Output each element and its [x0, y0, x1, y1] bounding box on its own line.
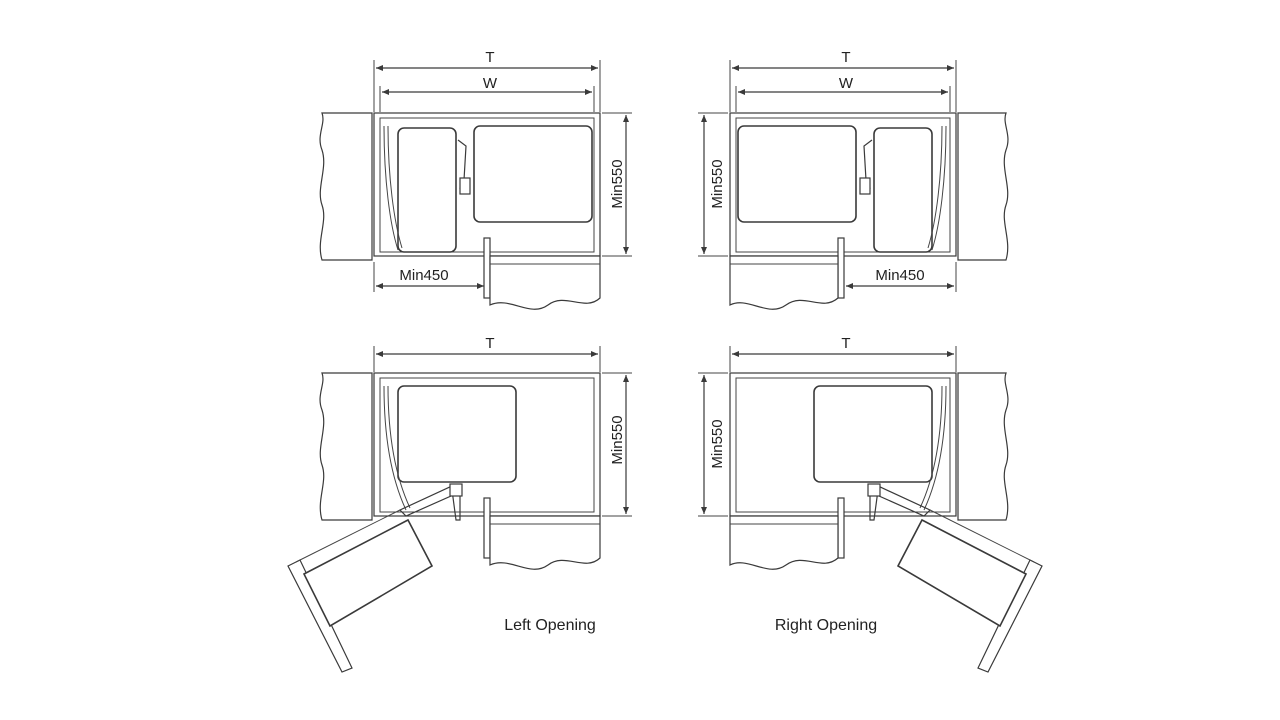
tr-left-basket [737, 125, 857, 223]
bl-t-label: T [485, 335, 494, 352]
tl-next-cabinet [489, 255, 601, 310]
tr-w-label: W [839, 75, 854, 92]
tl-door-post [483, 237, 491, 299]
tl-right-basket [473, 125, 593, 223]
tr-t-label: T [841, 49, 850, 66]
tr-min550-label: Min550 [709, 159, 726, 208]
bl-next-cabinet [489, 515, 601, 570]
br-next-cabinet [729, 515, 839, 570]
tl-min450-label: Min450 [399, 267, 448, 284]
bl-swung-basket [287, 509, 434, 673]
bottom-left-diagram: T Min550 Left Opening [287, 335, 632, 673]
tl-w-label: W [483, 75, 498, 92]
br-inner-basket [813, 385, 933, 483]
br-door-post [837, 497, 845, 559]
tl-left-basket [397, 127, 457, 253]
bottom-right-diagram: T Min550 Right Opening [698, 335, 1043, 673]
bl-door-post [483, 497, 491, 559]
tl-min550-label: Min550 [609, 159, 626, 208]
bl-side-cabinet [319, 372, 373, 521]
br-min550-label: Min550 [709, 419, 726, 468]
tr-side-cabinet [957, 112, 1009, 261]
br-side-cabinet [957, 372, 1009, 521]
br-swung-basket [896, 509, 1043, 673]
tr-right-basket [873, 127, 933, 253]
tr-min450-label: Min450 [875, 267, 924, 284]
tr-door-post [837, 237, 845, 299]
tl-side-cabinet [319, 112, 373, 261]
br-t-label: T [841, 335, 850, 352]
left-opening-caption: Left Opening [504, 617, 596, 634]
bl-min550-label: Min550 [609, 415, 626, 464]
right-opening-caption: Right Opening [775, 617, 877, 634]
bl-inner-basket [397, 385, 517, 483]
tl-t-label: T [485, 49, 494, 66]
tr-next-cabinet [729, 255, 839, 310]
top-right-diagram: T W Min550 Min450 [698, 49, 1009, 310]
top-left-diagram: T W Min550 Min450 [319, 49, 632, 310]
